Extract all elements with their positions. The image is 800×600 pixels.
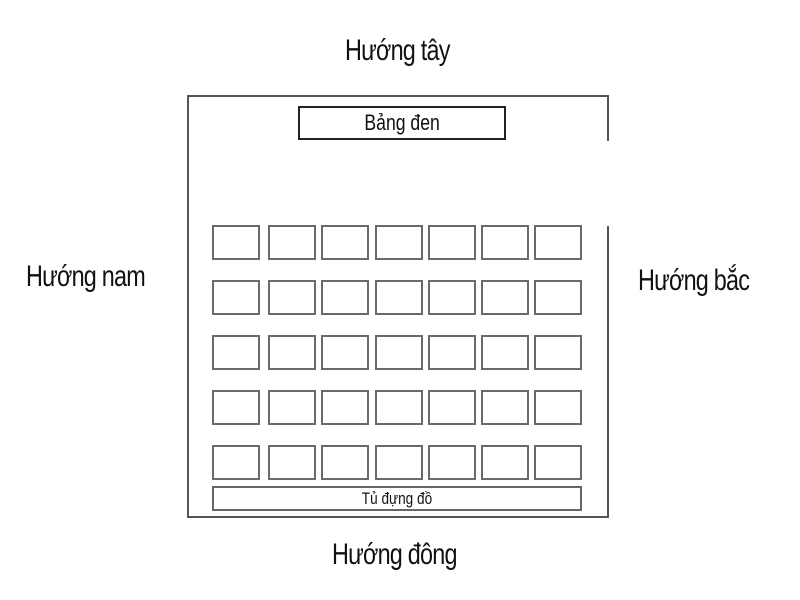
- blackboard-label: Bảng đen: [364, 110, 440, 135]
- wall-left: [187, 95, 189, 518]
- desk: [428, 335, 476, 370]
- desk: [212, 390, 260, 425]
- direction-west-label: Hướng tây: [345, 34, 450, 67]
- desk: [481, 225, 529, 260]
- desk: [481, 445, 529, 480]
- desk: [534, 280, 582, 315]
- desk: [428, 390, 476, 425]
- wall-right-upper: [607, 95, 609, 141]
- desk: [375, 225, 423, 260]
- desk: [428, 445, 476, 480]
- desk: [534, 335, 582, 370]
- blackboard: Bảng đen: [298, 106, 506, 140]
- cabinet-label: Tủ đựng đồ: [361, 488, 433, 508]
- desk: [268, 390, 316, 425]
- wall-right-lower: [607, 226, 609, 518]
- desk: [428, 225, 476, 260]
- desk: [375, 335, 423, 370]
- desk: [268, 225, 316, 260]
- desk: [212, 445, 260, 480]
- desk: [481, 280, 529, 315]
- desk: [375, 280, 423, 315]
- desk: [268, 280, 316, 315]
- desk: [212, 225, 260, 260]
- desk: [534, 390, 582, 425]
- wall-top: [187, 95, 609, 97]
- direction-south-label: Hướng nam: [26, 260, 146, 293]
- desk: [534, 225, 582, 260]
- desk: [321, 335, 369, 370]
- desk: [321, 390, 369, 425]
- desk: [321, 225, 369, 260]
- desk: [212, 280, 260, 315]
- storage-cabinet: Tủ đựng đồ: [212, 486, 582, 511]
- desk: [268, 445, 316, 480]
- direction-east-label: Hướng đông: [332, 538, 457, 571]
- desk: [268, 335, 316, 370]
- wall-bottom: [187, 516, 609, 518]
- desk: [481, 390, 529, 425]
- desk: [481, 335, 529, 370]
- desk: [428, 280, 476, 315]
- desk: [321, 445, 369, 480]
- direction-north-label: Hướng bắc: [638, 264, 750, 297]
- desk: [534, 445, 582, 480]
- desk: [321, 280, 369, 315]
- desk: [212, 335, 260, 370]
- desk: [375, 445, 423, 480]
- desk: [375, 390, 423, 425]
